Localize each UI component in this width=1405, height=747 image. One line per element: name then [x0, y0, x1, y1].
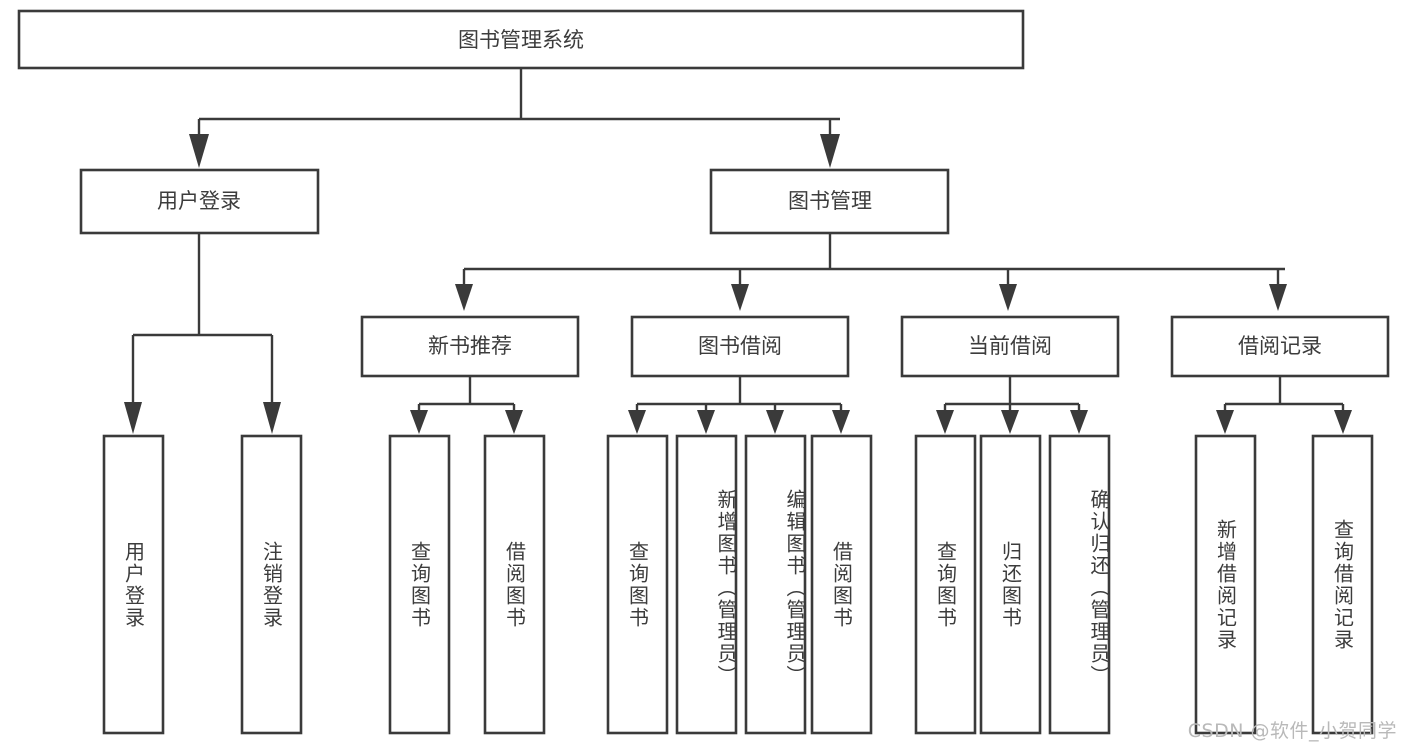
- arrow-head-leaf-rec-borrow-book: [505, 410, 523, 434]
- node-new-book-recommend[interactable]: 新书推荐: [360, 315, 580, 378]
- arrow-head-book-mgmt: [820, 134, 840, 168]
- node-box-leaf-user-logout[interactable]: [240, 434, 303, 735]
- node-box-root[interactable]: [17, 9, 1025, 70]
- csdn-watermark: CSDN @软件_小贺同学: [1187, 720, 1397, 742]
- node-box-user-login[interactable]: [79, 168, 320, 235]
- node-box-leaf-current-confirm-return[interactable]: [1048, 434, 1111, 735]
- node-box-leaf-borrow-add-book[interactable]: [675, 434, 738, 735]
- connector-group-new-book-rec-to-leaves: [410, 376, 523, 434]
- arrow-head-leaf-record-add: [1216, 410, 1234, 434]
- arrow-head-leaf-user-login: [124, 402, 142, 434]
- arrow-head-leaf-rec-search-book: [410, 410, 428, 434]
- node-box-leaf-rec-search-book[interactable]: [388, 434, 451, 735]
- node-root-book-management-system[interactable]: 图书管理系统: [17, 9, 1025, 70]
- arrow-head-leaf-current-confirm-return: [1070, 410, 1088, 434]
- node-current-borrow[interactable]: 当前借阅: [900, 315, 1120, 378]
- arrow-head-leaf-current-search-book: [936, 410, 954, 434]
- arrow-head-leaf-borrow-borrow-book: [832, 410, 850, 434]
- connector-group-user-login-to-leaves: [124, 233, 281, 434]
- node-box-leaf-borrow-search-book[interactable]: [606, 434, 669, 735]
- connector-group-current-borrow-to-leaves: [936, 376, 1088, 434]
- arrow-head-leaf-user-logout: [263, 402, 281, 434]
- arrow-head-leaf-current-return-book: [1001, 410, 1019, 434]
- node-label-current-borrow: 当前借阅: [968, 334, 1052, 358]
- arrow-head-user-login: [189, 134, 209, 168]
- node-box-new-book-recommend[interactable]: [360, 315, 580, 378]
- node-borrow-record[interactable]: 借阅记录: [1170, 315, 1390, 378]
- node-box-leaf-record-add[interactable]: [1194, 434, 1257, 735]
- node-box-leaf-current-search-book[interactable]: [914, 434, 977, 735]
- arrow-head-current-borrow: [999, 284, 1017, 311]
- arrow-head-borrow-record: [1269, 284, 1287, 311]
- node-user-login[interactable]: 用户登录: [79, 168, 320, 235]
- node-label-borrow-record: 借阅记录: [1238, 334, 1322, 358]
- node-book-borrow[interactable]: 图书借阅: [630, 315, 850, 378]
- arrow-head-leaf-record-query: [1334, 410, 1352, 434]
- node-box-leaf-record-query[interactable]: [1311, 434, 1374, 735]
- arrow-head-new-book-rec: [455, 284, 473, 311]
- node-box-leaf-current-return-book[interactable]: [979, 434, 1042, 735]
- node-box-borrow-record[interactable]: [1170, 315, 1390, 378]
- node-box-leaf-rec-borrow-book[interactable]: [483, 434, 546, 735]
- node-book-management[interactable]: 图书管理: [709, 168, 950, 235]
- node-label-book-borrow: 图书借阅: [698, 334, 782, 358]
- node-box-leaf-borrow-edit-book[interactable]: [744, 434, 807, 735]
- node-box-leaf-borrow-borrow-book[interactable]: [810, 434, 873, 735]
- node-box-leaf-user-login[interactable]: [102, 434, 165, 735]
- arrow-head-leaf-borrow-add-book: [697, 410, 715, 434]
- connector-group-root-to-level1: [189, 68, 840, 168]
- connector-group-borrow-record-to-leaves: [1216, 376, 1352, 434]
- arrow-head-leaf-borrow-edit-book: [766, 410, 784, 434]
- arrow-head-leaf-borrow-search-book: [628, 410, 646, 434]
- arrow-head-book-borrow: [731, 284, 749, 311]
- connector-group-book-borrow-to-leaves: [628, 376, 850, 434]
- node-label-book-management: 图书管理: [788, 189, 872, 213]
- node-label-new-book-recommend: 新书推荐: [428, 334, 512, 358]
- connector-group-book-mgmt-to-level2: [455, 233, 1287, 311]
- node-label-root: 图书管理系统: [458, 28, 584, 52]
- node-box-book-management[interactable]: [709, 168, 950, 235]
- node-box-current-borrow[interactable]: [900, 315, 1120, 378]
- node-label-user-login: 用户登录: [157, 189, 241, 213]
- node-box-book-borrow[interactable]: [630, 315, 850, 378]
